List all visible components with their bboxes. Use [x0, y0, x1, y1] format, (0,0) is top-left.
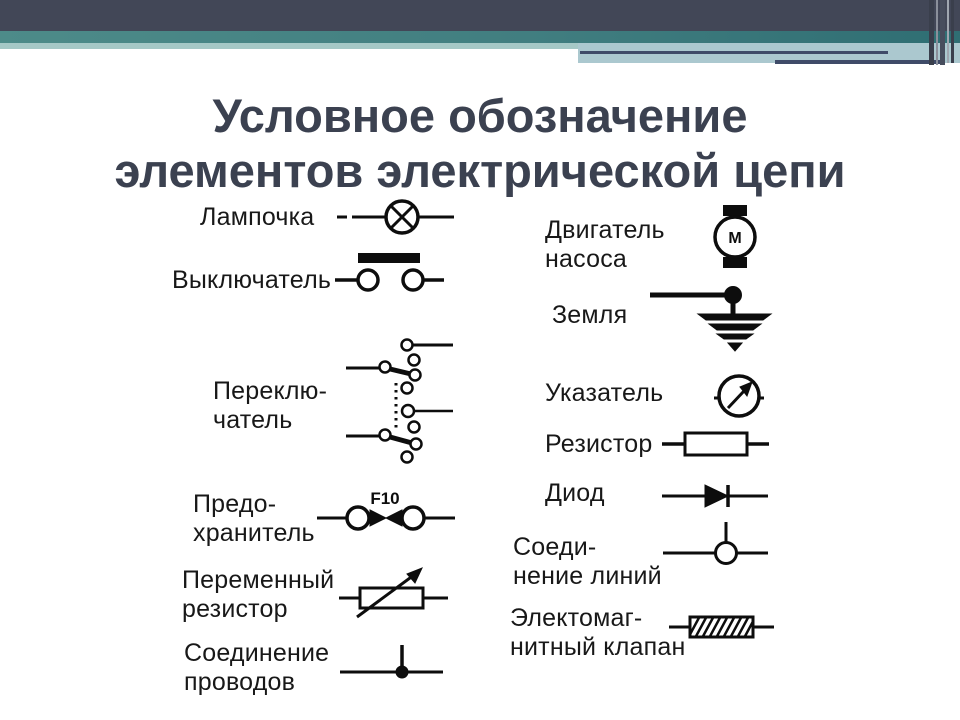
lamp-symbol — [337, 199, 454, 235]
indicator-symbol — [714, 374, 764, 418]
ground-symbol — [650, 286, 773, 352]
motor-letter: M — [728, 230, 741, 247]
fuse-annotation: F10 — [370, 489, 399, 508]
header-bar-teal — [0, 31, 960, 43]
corner-stripe — [947, 0, 949, 63]
label-lamp: Лампочка — [200, 203, 315, 231]
line-junction-symbol — [663, 522, 768, 565]
title-line-1: Условное обозначение — [212, 89, 748, 142]
label-switch: Выключатель — [172, 266, 332, 294]
toggle-switch-symbol — [346, 338, 453, 464]
corner-stripe — [940, 0, 945, 65]
header-bar-dark — [0, 0, 960, 31]
label-fuse: Предо- хранитель — [193, 490, 315, 547]
label-diode: Диод — [545, 479, 605, 507]
wire-junction-symbol — [340, 645, 443, 679]
header-strip-light — [0, 43, 960, 49]
label-variable-resistor: Переменный резистор — [182, 566, 335, 623]
label-wire-junction: Соединение проводов — [184, 639, 330, 696]
diode-symbol — [662, 484, 768, 508]
label-ground: Земля — [552, 301, 628, 329]
corner-stripe — [951, 0, 954, 63]
solenoid-valve-symbol — [669, 615, 774, 639]
corner-stripe — [929, 0, 934, 65]
label-line-junction: Соеди- нение линий — [513, 533, 662, 590]
header-accent-line-bottom — [775, 60, 945, 64]
corner-stripe — [936, 0, 938, 65]
resistor-symbol — [662, 431, 769, 457]
title-line-2: элементов электрической цепи — [114, 144, 846, 197]
header-accent-line-top — [580, 51, 888, 54]
switch-symbol — [335, 253, 444, 292]
fuse-symbol: F10 — [317, 489, 455, 531]
label-motor: Двигатель насоса — [545, 216, 665, 273]
motor-symbol: M — [713, 205, 757, 268]
variable-resistor-symbol — [339, 567, 448, 619]
label-indicator: Указатель — [545, 379, 664, 407]
label-solenoid-valve: Электомаг- нитный клапан — [510, 604, 686, 661]
label-toggle-switch: Переклю- чатель — [213, 377, 328, 434]
label-resistor: Резистор — [545, 430, 653, 458]
